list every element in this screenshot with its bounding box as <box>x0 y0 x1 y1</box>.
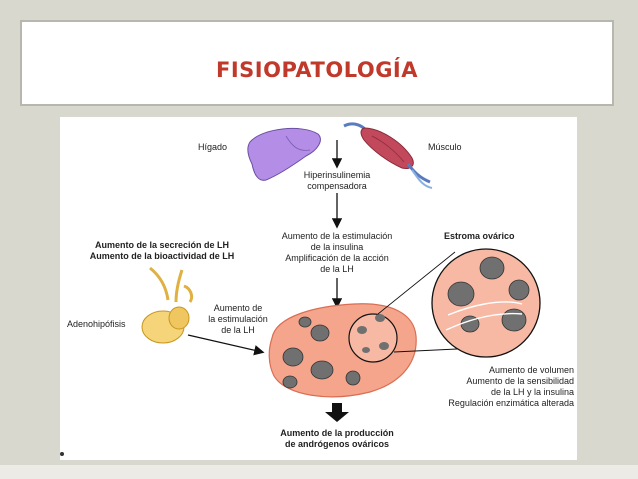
ovary-changes-line-3: de la LH y la insulina <box>490 387 574 397</box>
lh-secretion-line-1: Aumento de la secreción de LH <box>94 240 230 250</box>
liver-label: Hígado <box>198 142 228 152</box>
ovary-illustration <box>268 303 417 398</box>
stroma-label: Estroma ovárico <box>444 231 515 241</box>
pituitary-icon <box>141 266 194 344</box>
ovary-changes-line-4: Regulación enzimática alterada <box>448 398 574 408</box>
insulin-action-line-1: Aumento de la estimulación <box>281 231 393 241</box>
stroma-magnified <box>431 248 541 358</box>
lh-secretion-label: Aumento de la secreción de LH Aumento de… <box>77 240 247 262</box>
hyperinsulinemia-line-2: compensadora <box>307 181 367 191</box>
insulin-action-line-3: Amplificación de la acción <box>285 253 389 263</box>
lh-stimulation-label: Aumento de la estimulación de la LH <box>202 303 274 336</box>
slide-title: FISIOPATOLOGÍA <box>216 58 418 82</box>
insulin-action-label: Aumento de la estimulación de la insulin… <box>270 231 404 275</box>
muscle-label: Músculo <box>428 142 462 152</box>
bullet-dot <box>60 452 64 456</box>
insulin-action-line-2: de la insulina <box>310 242 364 252</box>
lh-secretion-line-2: Aumento de la bioactividad de LH <box>89 251 235 261</box>
bottom-strip <box>0 465 638 479</box>
arrow-to-androgens <box>325 403 349 422</box>
liver-icon <box>247 128 321 181</box>
hyperinsulinemia-label: Hiperinsulinemia compensadora <box>296 170 378 192</box>
lh-stimulation-line-1: Aumento de <box>213 303 263 313</box>
androgens-line-1: Aumento de la producción <box>280 428 394 438</box>
lh-stimulation-line-3: de la LH <box>221 325 255 335</box>
lh-stimulation-line-2: la estimulación <box>208 314 268 324</box>
insulin-action-line-4: de la LH <box>320 264 354 274</box>
pituitary-label: Adenohipófisis <box>67 319 126 329</box>
androgens-label: Aumento de la producción de andrógenos o… <box>262 428 412 450</box>
androgens-line-2: de andrógenos ováricos <box>284 439 390 449</box>
ovary-changes-line-2: Aumento de la sensibilidad <box>466 376 574 386</box>
muscle-icon <box>343 122 433 189</box>
ovary-changes-label: Aumento de volumen Aumento de la sensibi… <box>420 365 574 409</box>
ovary-changes-line-1: Aumento de volumen <box>488 365 574 375</box>
arrow-pituitary-to-ovary <box>187 334 265 356</box>
hyperinsulinemia-line-1: Hiperinsulinemia <box>303 170 371 180</box>
title-box: FISIOPATOLOGÍA <box>20 20 614 106</box>
